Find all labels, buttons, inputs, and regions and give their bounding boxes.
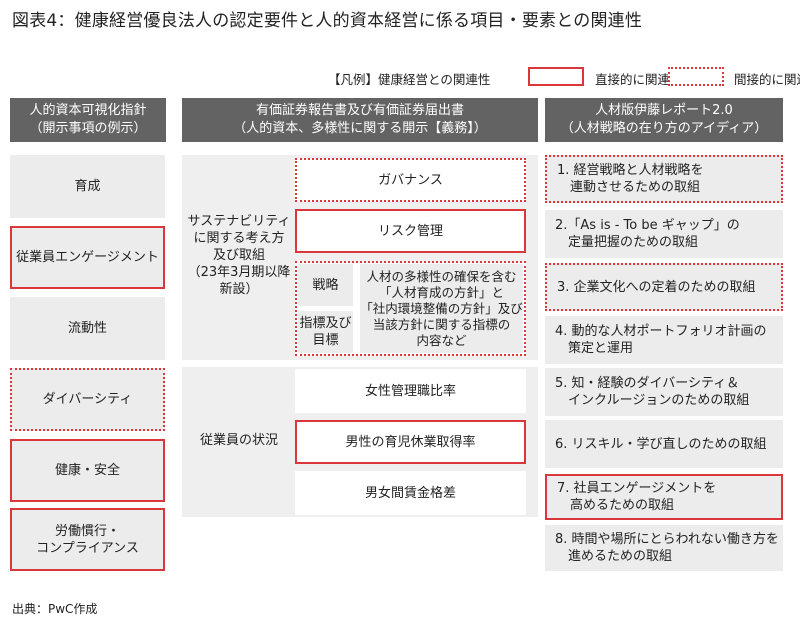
- left-item-health-safety: 健康・安全: [10, 439, 165, 502]
- legend-direct-swatch: [528, 67, 584, 86]
- sustainability-label: サステナビリティ に関する考え方 及び取組 （23年3月期以降 新設）: [187, 213, 291, 297]
- right-item-4: 4. 動的な人材ポートフォリオ計画の 策定と運用: [545, 316, 783, 364]
- left-item-diversity: ダイバーシティ: [10, 368, 165, 431]
- employee-status-label: 従業員の状況: [199, 432, 278, 448]
- policy-box: 人材の多様性の確保を含む 「人材育成の方針」と 「社内環境整備の方針」及び 当該…: [360, 264, 523, 353]
- right-column-header: 人材版伊藤レポート2.0 （人材戦略の在り方のアイディア）: [545, 98, 783, 142]
- female-manager-ratio-box: 女性管理職比率: [295, 369, 526, 413]
- right-item-6: 6. リスキル・学び直しのための取組: [545, 420, 783, 468]
- left-item-ryudosei: 流動性: [10, 297, 165, 360]
- middle-column-header: 有価証券報告書及び有価証券届出書 （人的資本、多様性に関する開示【義務】）: [182, 98, 538, 142]
- left-item-labor-compliance: 労働慣行・ コンプライアンス: [10, 508, 165, 571]
- right-item-8: 8. 時間や場所にとらわれない働き方を 進めるための取組: [545, 525, 783, 571]
- legend-indirect-swatch: [668, 67, 724, 86]
- right-item-5: 5. 知・経験のダイバーシティ＆ インクルージョンのための取組: [545, 368, 783, 416]
- left-item-engagement: 従業員エンゲージメント: [10, 226, 165, 289]
- source-note: 出典：PwC作成: [12, 602, 98, 616]
- right-item-1: 1. 経営戦略と人材戦略を 連動させるための取組: [545, 155, 783, 203]
- left-column-header: 人的資本可視化指針 （開示事項の例示）: [10, 98, 166, 142]
- right-item-3: 3. 企業文化への定着のための取組: [545, 263, 783, 311]
- gender-pay-gap-box: 男女間賃金格差: [295, 471, 526, 515]
- male-childcare-leave-box: 男性の育児休業取得率: [295, 420, 526, 464]
- figure-title: 図表4：健康経営優良法人の認定要件と人的資本経営に係る項目・要素との関連性: [12, 11, 643, 31]
- right-item-7: 7. 社員エンゲージメントを 高めるための取組: [545, 474, 783, 520]
- risk-management-box: リスク管理: [295, 209, 526, 253]
- right-item-2: 2.「As is - To be ギャップ」の 定量把握のための取組: [545, 210, 783, 258]
- legend-indirect-label: 間接的に関連: [734, 72, 800, 87]
- legend-label: 【凡例】健康経営との関連性: [328, 72, 491, 87]
- governance-box: ガバナンス: [295, 158, 526, 202]
- left-item-ikusei: 育成: [10, 155, 165, 218]
- strategy-box: 戦略: [298, 264, 353, 306]
- legend-direct-label: 直接的に関連: [595, 72, 671, 87]
- metrics-box: 指標及び 目標: [298, 311, 353, 353]
